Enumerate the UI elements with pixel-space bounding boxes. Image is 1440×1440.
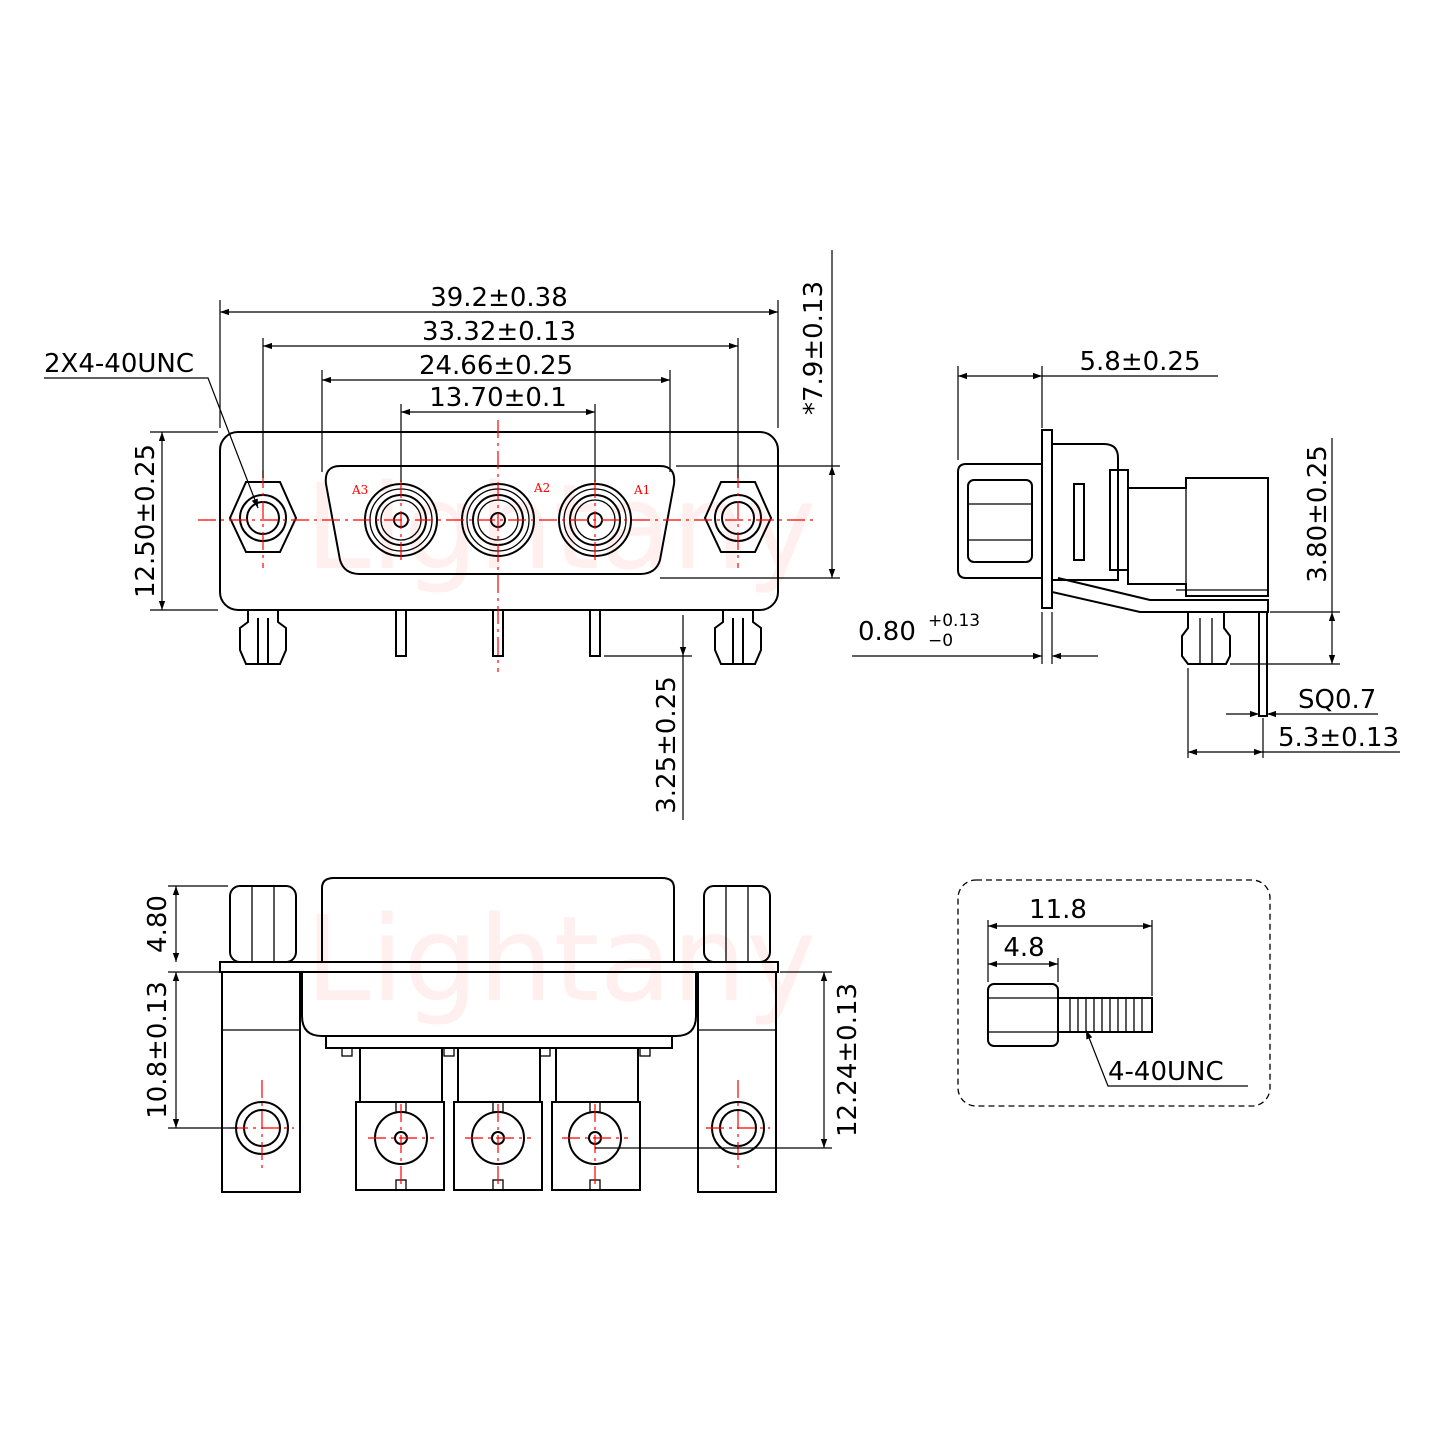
thread-callout-front: 2X4-40UNC (44, 349, 194, 379)
dim-mount-spacing: 33.32±0.13 (422, 317, 576, 347)
dim-hex-length: 4.8 (1003, 933, 1044, 963)
front-d-shell (324, 465, 676, 575)
pin-a1 (589, 609, 601, 657)
bottom-flange (219, 961, 779, 973)
detail-hex-head (987, 983, 1059, 1047)
dim-pin-offset: 5.3±0.13 (1278, 723, 1399, 753)
label-a2: A2 (533, 481, 550, 495)
detail-thread (1057, 997, 1153, 1033)
bottom-d-shell (321, 877, 675, 962)
dim-flange-tol-upper: +0.13 (928, 611, 980, 631)
dim-shell-width: 24.66±0.25 (419, 351, 573, 381)
dim-contact-pitch: 13.70±0.1 (429, 383, 567, 413)
bottom-coax-a1 (551, 1047, 641, 1191)
dim-mount-offset: 10.8±0.13 (143, 981, 173, 1119)
left-board-lock (239, 610, 287, 665)
side-body (1052, 443, 1119, 581)
side-screw-hex (967, 479, 1033, 563)
right-board-lock (714, 610, 762, 665)
dim-screw-height: 4.80 (143, 895, 173, 953)
dim-total-length: 11.8 (1029, 895, 1087, 925)
dim-flange-thickness: 0.80 (858, 617, 916, 647)
dim-flange-height: 12.50±0.25 (131, 444, 161, 598)
label-a1: A1 (633, 483, 650, 497)
dim-depth-main: 5.8±0.25 (1079, 347, 1200, 377)
bottom-coax-a3 (355, 1047, 445, 1191)
dim-pin-square: SQ0.7 (1298, 685, 1376, 715)
dim-depth-height: 3.80±0.25 (1303, 445, 1333, 583)
side-shell (957, 463, 1043, 579)
dim-coax-offset: 12.24±0.13 (833, 983, 863, 1137)
side-view: 5.8±0.25 3.80±0.25 0.80 +0.13 −0 SQ0.7 5… (852, 347, 1400, 758)
bottom-view: 4.80 10.8±0.13 12.24±0.13 (143, 877, 863, 1193)
dim-pin-length: 3.25±0.25 (652, 676, 682, 814)
watermark-bottom: Lightany (305, 890, 816, 1028)
side-board-lock (1181, 612, 1231, 665)
detail-frame (957, 879, 1271, 1107)
pin-a3 (395, 609, 407, 657)
dim-overall-width: 39.2±0.38 (430, 283, 568, 313)
bottom-left-screw (229, 885, 297, 963)
front-view: A3 A2 A1 (44, 250, 840, 820)
dim-shell-height: *7.9±0.13 (799, 281, 829, 415)
label-a3: A3 (351, 483, 368, 497)
side-flange (1041, 429, 1053, 609)
side-coax-barrel (1127, 477, 1269, 597)
detail-view: 11.8 4.8 4-40UNC (957, 879, 1271, 1107)
left-bracket (221, 971, 301, 1193)
dim-flange-tol-lower: −0 (928, 631, 953, 651)
detail-thread-callout: 4-40UNC (1108, 1057, 1224, 1087)
